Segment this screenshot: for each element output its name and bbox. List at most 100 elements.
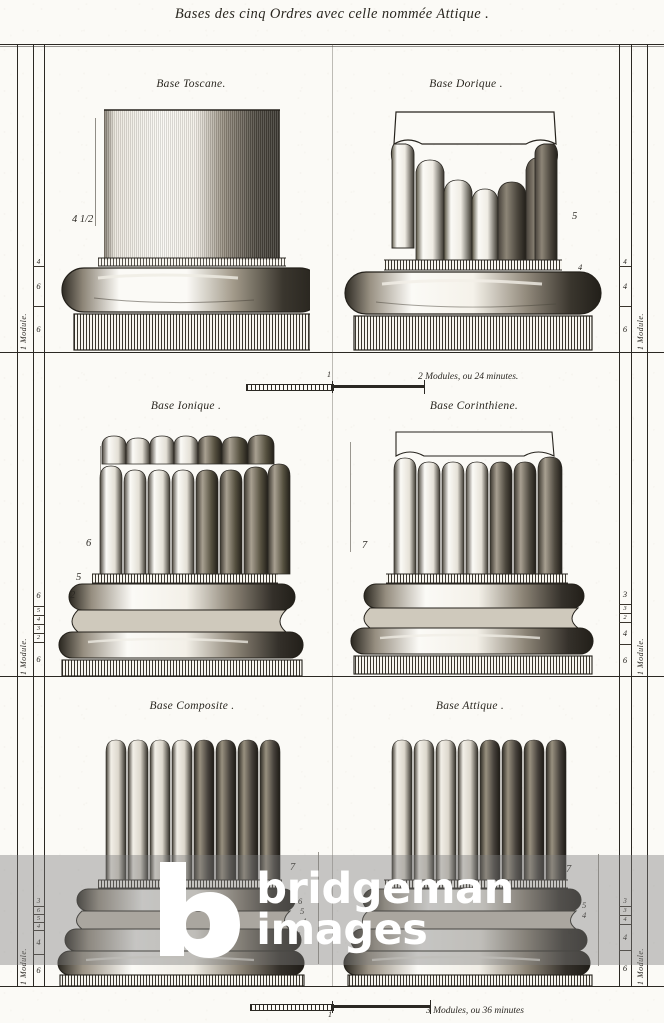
ruler-tick: 6	[33, 906, 44, 915]
frame-line-right-mid	[631, 44, 632, 986]
panel-label-toscane: Base Toscane.	[156, 78, 226, 90]
composite-measure-line	[318, 852, 319, 964]
ruler-tick: 6	[36, 965, 41, 975]
ruler-tick: 6	[36, 654, 41, 664]
right-module-label-row1: 1 Module.	[636, 313, 645, 350]
right-ruler-row2: 3 3 2 4 6	[619, 584, 631, 676]
ruler-tick: 2	[33, 633, 44, 643]
scale-bar-solid	[332, 1005, 430, 1008]
dimension-attique-2: 6	[570, 896, 575, 906]
right-module-label-row2: 1 Module.	[636, 638, 645, 675]
frame-line-row2-bottom	[0, 676, 664, 677]
panel-label-ionique: Base Ionique .	[150, 400, 222, 412]
dimension-dorique-1: 5	[572, 211, 578, 222]
figure-composite	[57, 739, 305, 986]
ruler-tick: 6	[36, 324, 41, 334]
scale-tick-end	[424, 380, 425, 394]
ruler-tick: 5	[33, 914, 44, 923]
ruler-tick: 6	[33, 584, 44, 607]
left-ruler-row3: 3 6 5 4 4 6	[33, 896, 44, 986]
ruler-tick: 4	[619, 266, 631, 307]
dimension-attique-4: 4	[582, 910, 587, 920]
ruler-tick: 3	[619, 906, 631, 916]
dimension-composite-4: 4	[302, 916, 307, 926]
scale-bar-middle: 1 2 Modules, ou 24 minutes.	[246, 370, 626, 398]
ruler-tick: 3	[619, 584, 631, 605]
dimension-dorique-2: 4	[578, 262, 583, 272]
dimension-composite-3: 5	[300, 906, 305, 916]
ruler-tick: 4	[619, 915, 631, 925]
frame-line-left-mid	[33, 44, 34, 986]
dimension-composite-1: 7	[290, 862, 296, 873]
ruler-tick: 4	[33, 258, 44, 267]
panel-label-attique: Base Attique .	[435, 700, 505, 712]
scale-bar-bottom: 1 3 Modules, ou 36 minutes	[250, 998, 640, 1020]
scale-tick-mid	[332, 1001, 333, 1013]
scale-tick-mid	[332, 381, 333, 393]
ruler-tick: 6	[622, 324, 628, 334]
dimension-ionique-1: 6	[86, 538, 92, 549]
scale-tick-end	[430, 1000, 431, 1014]
frame-line-top-2	[0, 46, 664, 47]
ruler-tick: 4	[33, 930, 44, 955]
frame-line-left-outer	[17, 44, 18, 986]
frame-line-row1-bottom	[0, 352, 664, 353]
dimension-composite-2: 6	[298, 896, 303, 906]
ruler-tick: 3	[619, 896, 631, 907]
ruler-tick: 6	[622, 655, 628, 665]
page-title: Bases des cinq Ordres avec celle nommée …	[174, 6, 490, 22]
dimension-dorique-3: 3	[584, 270, 589, 280]
figure-attique	[343, 739, 593, 986]
ruler-tick: 4	[619, 924, 631, 951]
right-module-label-row3: 1 Module.	[636, 948, 645, 985]
scale-caption-bottom: 3 Modules, ou 36 minutes	[426, 1006, 524, 1016]
ruler-tick: 3	[33, 896, 44, 907]
left-module-label-row2: 1 Module.	[19, 638, 28, 675]
frame-line-right-inner	[619, 44, 620, 986]
right-ruler-row1: 4 4 6	[619, 258, 631, 352]
ruler-tick: 4	[619, 258, 631, 267]
dimension-ionique-3: 2	[70, 590, 76, 601]
ionique-measure-line	[100, 446, 101, 538]
frame-line-row3-bottom	[0, 986, 664, 987]
left-ruler-row1: 4 6 6	[33, 258, 44, 352]
frame-line-right-outer	[647, 44, 648, 986]
figure-toscane	[61, 109, 310, 351]
ruler-tick: 6	[33, 266, 44, 307]
ruler-tick: 4	[619, 622, 631, 645]
scale-caption-middle: 2 Modules, ou 24 minutes.	[418, 372, 519, 382]
dimension-toscane-1: 4 1/2	[72, 214, 94, 225]
scale-bar-solid	[332, 385, 424, 388]
scale-unit-mark: 1	[327, 370, 331, 379]
ruler-tick: 6	[622, 963, 628, 973]
frame-line-top	[0, 44, 664, 45]
panel-label-corinthiene: Base Corinthiene.	[429, 400, 519, 412]
scale-bar-subdivided	[250, 1004, 334, 1011]
dimension-attique-1: 7	[566, 864, 572, 875]
figure-corinthiene	[350, 431, 594, 675]
attique-measure-line	[598, 854, 599, 966]
ruler-tick: 5	[33, 606, 44, 616]
panel-label-dorique: Base Dorique .	[429, 78, 503, 90]
dimension-attique-3: 5	[582, 900, 587, 910]
left-module-label-row1: 1 Module.	[19, 313, 28, 350]
figure-ionique	[58, 434, 304, 676]
corinthiene-measure-line	[350, 442, 351, 552]
ruler-tick: 4	[33, 615, 44, 625]
panel-label-composite: Base Composite .	[149, 700, 235, 712]
dimension-composite-5: 6	[296, 930, 301, 940]
frame-line-left-inner	[44, 44, 45, 986]
ruler-tick: 3	[619, 604, 631, 614]
figure-dorique	[344, 111, 602, 351]
ruler-tick: 3	[33, 624, 44, 634]
frame-line-center-divider	[332, 44, 333, 986]
right-ruler-row3: 3 3 4 4 6	[619, 896, 631, 986]
ruler-tick: 2	[619, 613, 631, 623]
left-ruler-row2: 6 5 4 3 2 6	[33, 584, 44, 676]
scale-unit-mark: 1	[328, 1010, 332, 1019]
scale-bar-subdivided	[246, 384, 334, 391]
toscane-measure-line	[95, 118, 96, 226]
left-module-label-row3: 1 Module.	[19, 948, 28, 985]
ruler-tick: 4	[33, 922, 44, 931]
